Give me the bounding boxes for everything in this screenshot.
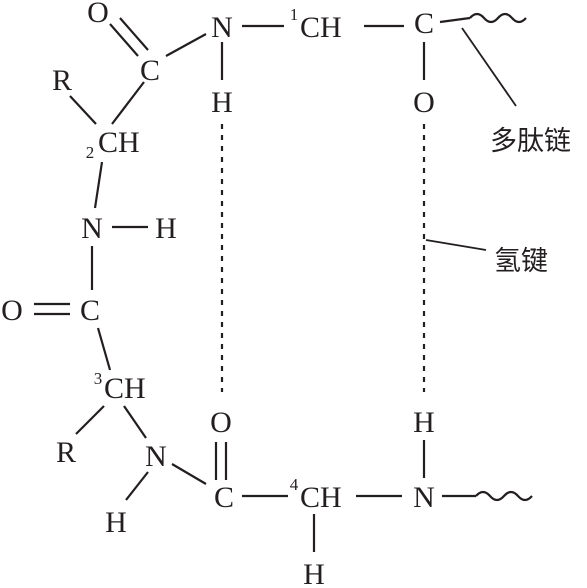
atom-o-top: O (87, 0, 109, 29)
atom-ch4: CH (300, 481, 342, 514)
atom-c-left: C (80, 294, 100, 327)
bond-c-n-top (165, 33, 207, 57)
atom-h-right: H (413, 406, 435, 439)
superscript-ch4: 4 (290, 475, 299, 494)
bond-n-h-lower (125, 471, 149, 501)
bond-ch2-n (93, 161, 104, 209)
atom-n-right: N (413, 481, 435, 514)
label-hydrogen-bond: 氢键 (494, 246, 548, 277)
superscript-ch3: 3 (94, 369, 103, 388)
atom-o-bottom: O (210, 406, 232, 439)
wave-top (469, 12, 527, 24)
bond-r-ch2 (69, 95, 97, 125)
atom-c-bottom: C (214, 481, 234, 514)
bond-o-c-top-b (119, 17, 149, 51)
atom-r-lower: R (56, 436, 76, 469)
superscript-ch1: 1 (290, 5, 299, 24)
atom-h-lower: H (105, 506, 127, 539)
atom-o-left: O (1, 294, 23, 327)
bond-n-c-bottom (171, 463, 207, 485)
atom-n-mid: N (81, 212, 103, 245)
bond-ch3-n (123, 405, 147, 439)
atom-ch2: CH (98, 126, 140, 159)
bond-o-c-top-a (109, 23, 139, 57)
label-polypeptide-chain: 多肽链 (490, 126, 571, 157)
atom-n-lower: N (145, 440, 167, 473)
wave-bottom (475, 490, 533, 502)
atom-h-top: H (211, 86, 233, 119)
bond-c-ch3 (96, 327, 112, 371)
atom-ch3: CH (104, 372, 146, 405)
bond-r-ch3 (75, 405, 105, 435)
leader-hydrogen-bond (425, 239, 487, 251)
atom-h-mid: H (155, 212, 177, 245)
atom-n-top: N (211, 11, 233, 44)
atom-o-right: O (413, 86, 435, 119)
leader-polypeptide-chain (461, 27, 517, 107)
atom-r-upper: R (52, 64, 72, 97)
bond-c-chain-top (439, 16, 471, 24)
superscript-ch2: 2 (86, 143, 95, 162)
atom-h-ch4: H (303, 558, 325, 588)
bond-c-ch2 (111, 81, 145, 125)
atom-c-top: C (140, 54, 160, 87)
atom-ch1: CH (300, 11, 342, 44)
atom-c-right: C (414, 7, 434, 40)
